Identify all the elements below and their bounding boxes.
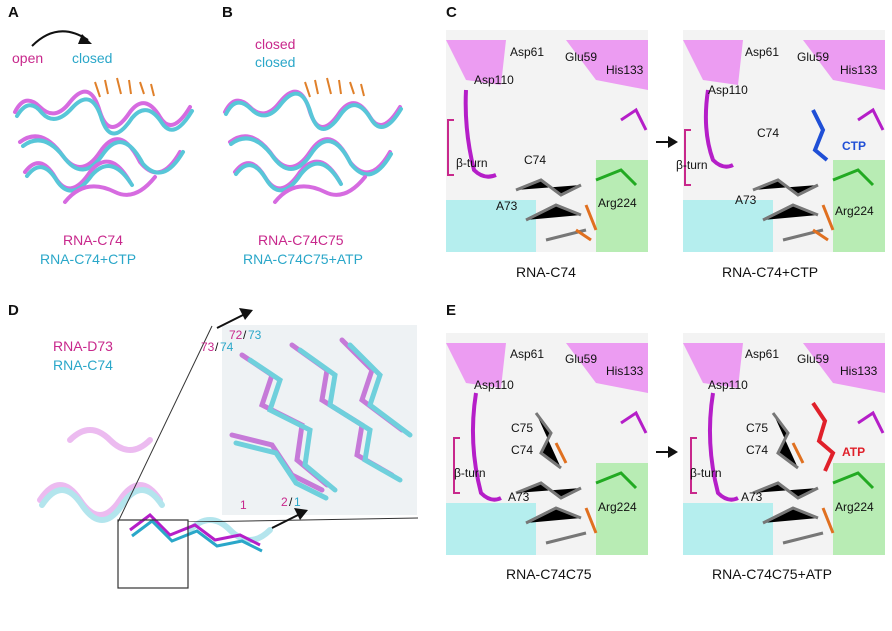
label-72: 72 — [229, 328, 243, 342]
label-closed: closed — [72, 50, 113, 66]
res-e-left-asp110: Asp110 — [474, 378, 514, 392]
res-c-right-his133: His133 — [840, 63, 878, 77]
res-c-left-asp61: Asp61 — [510, 45, 545, 59]
panel-e-left-view — [446, 333, 648, 555]
label-74: 74 — [220, 340, 234, 354]
res-c-left-beta-turn: β-turn — [456, 156, 488, 170]
arrow-bottom-d — [271, 508, 308, 529]
res-e-right-a73: A73 — [741, 490, 763, 504]
label-slash-72-73: / — [243, 328, 247, 342]
arrow-top-d — [216, 308, 253, 329]
res-e-left-asp61: Asp61 — [510, 347, 545, 361]
label-2: 2 — [281, 495, 288, 509]
label-b-closed-2: closed — [255, 54, 296, 70]
caption-b-2: RNA-C74C75+ATP — [243, 251, 363, 267]
res-e-right-arg224: Arg224 — [835, 500, 874, 514]
res-e-left-his133: His133 — [606, 364, 644, 378]
label-73-cyan: 73 — [248, 328, 262, 342]
ligand-atp: ATP — [842, 445, 866, 459]
caption-e-left: RNA-C74C75 — [506, 566, 592, 582]
res-c-right-a73: A73 — [735, 193, 757, 207]
caption-c-left: RNA-C74 — [516, 264, 576, 280]
panel-letter-d: D — [8, 302, 19, 319]
whole-structure-d — [37, 427, 273, 589]
res-e-right-beta-turn: β-turn — [690, 466, 722, 480]
panel-letter-b: B — [222, 4, 233, 21]
res-c-right-asp110: Asp110 — [708, 83, 748, 97]
label-1b: 1 — [294, 495, 301, 509]
res-e-left-c74: C74 — [511, 443, 534, 457]
ligand-ctp: CTP — [842, 139, 866, 153]
res-e-left-glu59: Glu59 — [565, 352, 598, 366]
open-to-closed-arrow — [31, 30, 92, 47]
label-slash-2-1: / — [289, 495, 293, 509]
caption-c-right: RNA-C74+CTP — [722, 264, 819, 280]
label-73-magenta: 73 — [201, 340, 215, 354]
res-c-left-c74: C74 — [524, 153, 547, 167]
right-arrow-icon — [656, 446, 678, 458]
zoom-inset-d — [222, 325, 417, 515]
legend-rna-c74: RNA-C74 — [53, 357, 113, 373]
res-c-left-his133: His133 — [606, 63, 644, 77]
panel-letter-a: A — [8, 4, 19, 21]
right-arrow-icon — [656, 136, 678, 148]
res-c-right-beta-turn: β-turn — [676, 158, 708, 172]
res-e-right-asp61: Asp61 — [745, 347, 780, 361]
res-e-right-his133: His133 — [840, 364, 878, 378]
res-c-right-c74: C74 — [757, 126, 780, 140]
panel-c-left-view — [446, 30, 648, 252]
caption-a-1: RNA-C74 — [63, 232, 123, 248]
caption-a-2: RNA-C74+CTP — [40, 251, 137, 267]
panel-c-right-view — [683, 30, 885, 252]
label-slash-73-74: / — [215, 340, 219, 354]
res-e-left-arg224: Arg224 — [598, 500, 637, 514]
legend-rna-d73: RNA-D73 — [53, 338, 113, 354]
panel-letter-e: E — [446, 302, 457, 319]
res-e-right-c75: C75 — [746, 421, 769, 435]
res-c-left-arg224: Arg224 — [598, 196, 637, 210]
structure-overlay-b — [223, 77, 403, 204]
caption-b-1: RNA-C74C75 — [258, 232, 344, 248]
res-c-right-asp61: Asp61 — [745, 45, 780, 59]
structure-overlay-a — [13, 77, 194, 204]
panel-letter-c: C — [446, 4, 457, 21]
res-e-left-c75: C75 — [511, 421, 534, 435]
label-b-closed-1: closed — [255, 36, 296, 52]
res-e-right-c74: C74 — [746, 443, 769, 457]
res-c-left-glu59: Glu59 — [565, 50, 598, 64]
res-c-right-glu59: Glu59 — [797, 50, 830, 64]
res-e-right-asp110: Asp110 — [708, 378, 748, 392]
res-c-right-arg224: Arg224 — [835, 204, 874, 218]
caption-e-right: RNA-C74C75+ATP — [712, 566, 832, 582]
res-c-left-a73: A73 — [496, 199, 518, 213]
panel-e-right-view — [683, 333, 885, 555]
res-e-left-a73: A73 — [508, 490, 530, 504]
label-open: open — [12, 50, 44, 66]
res-e-left-beta-turn: β-turn — [454, 466, 486, 480]
res-e-right-glu59: Glu59 — [797, 352, 830, 366]
zoom-lines — [117, 325, 419, 522]
label-1: 1 — [240, 498, 247, 512]
res-c-left-asp110: Asp110 — [474, 73, 514, 87]
